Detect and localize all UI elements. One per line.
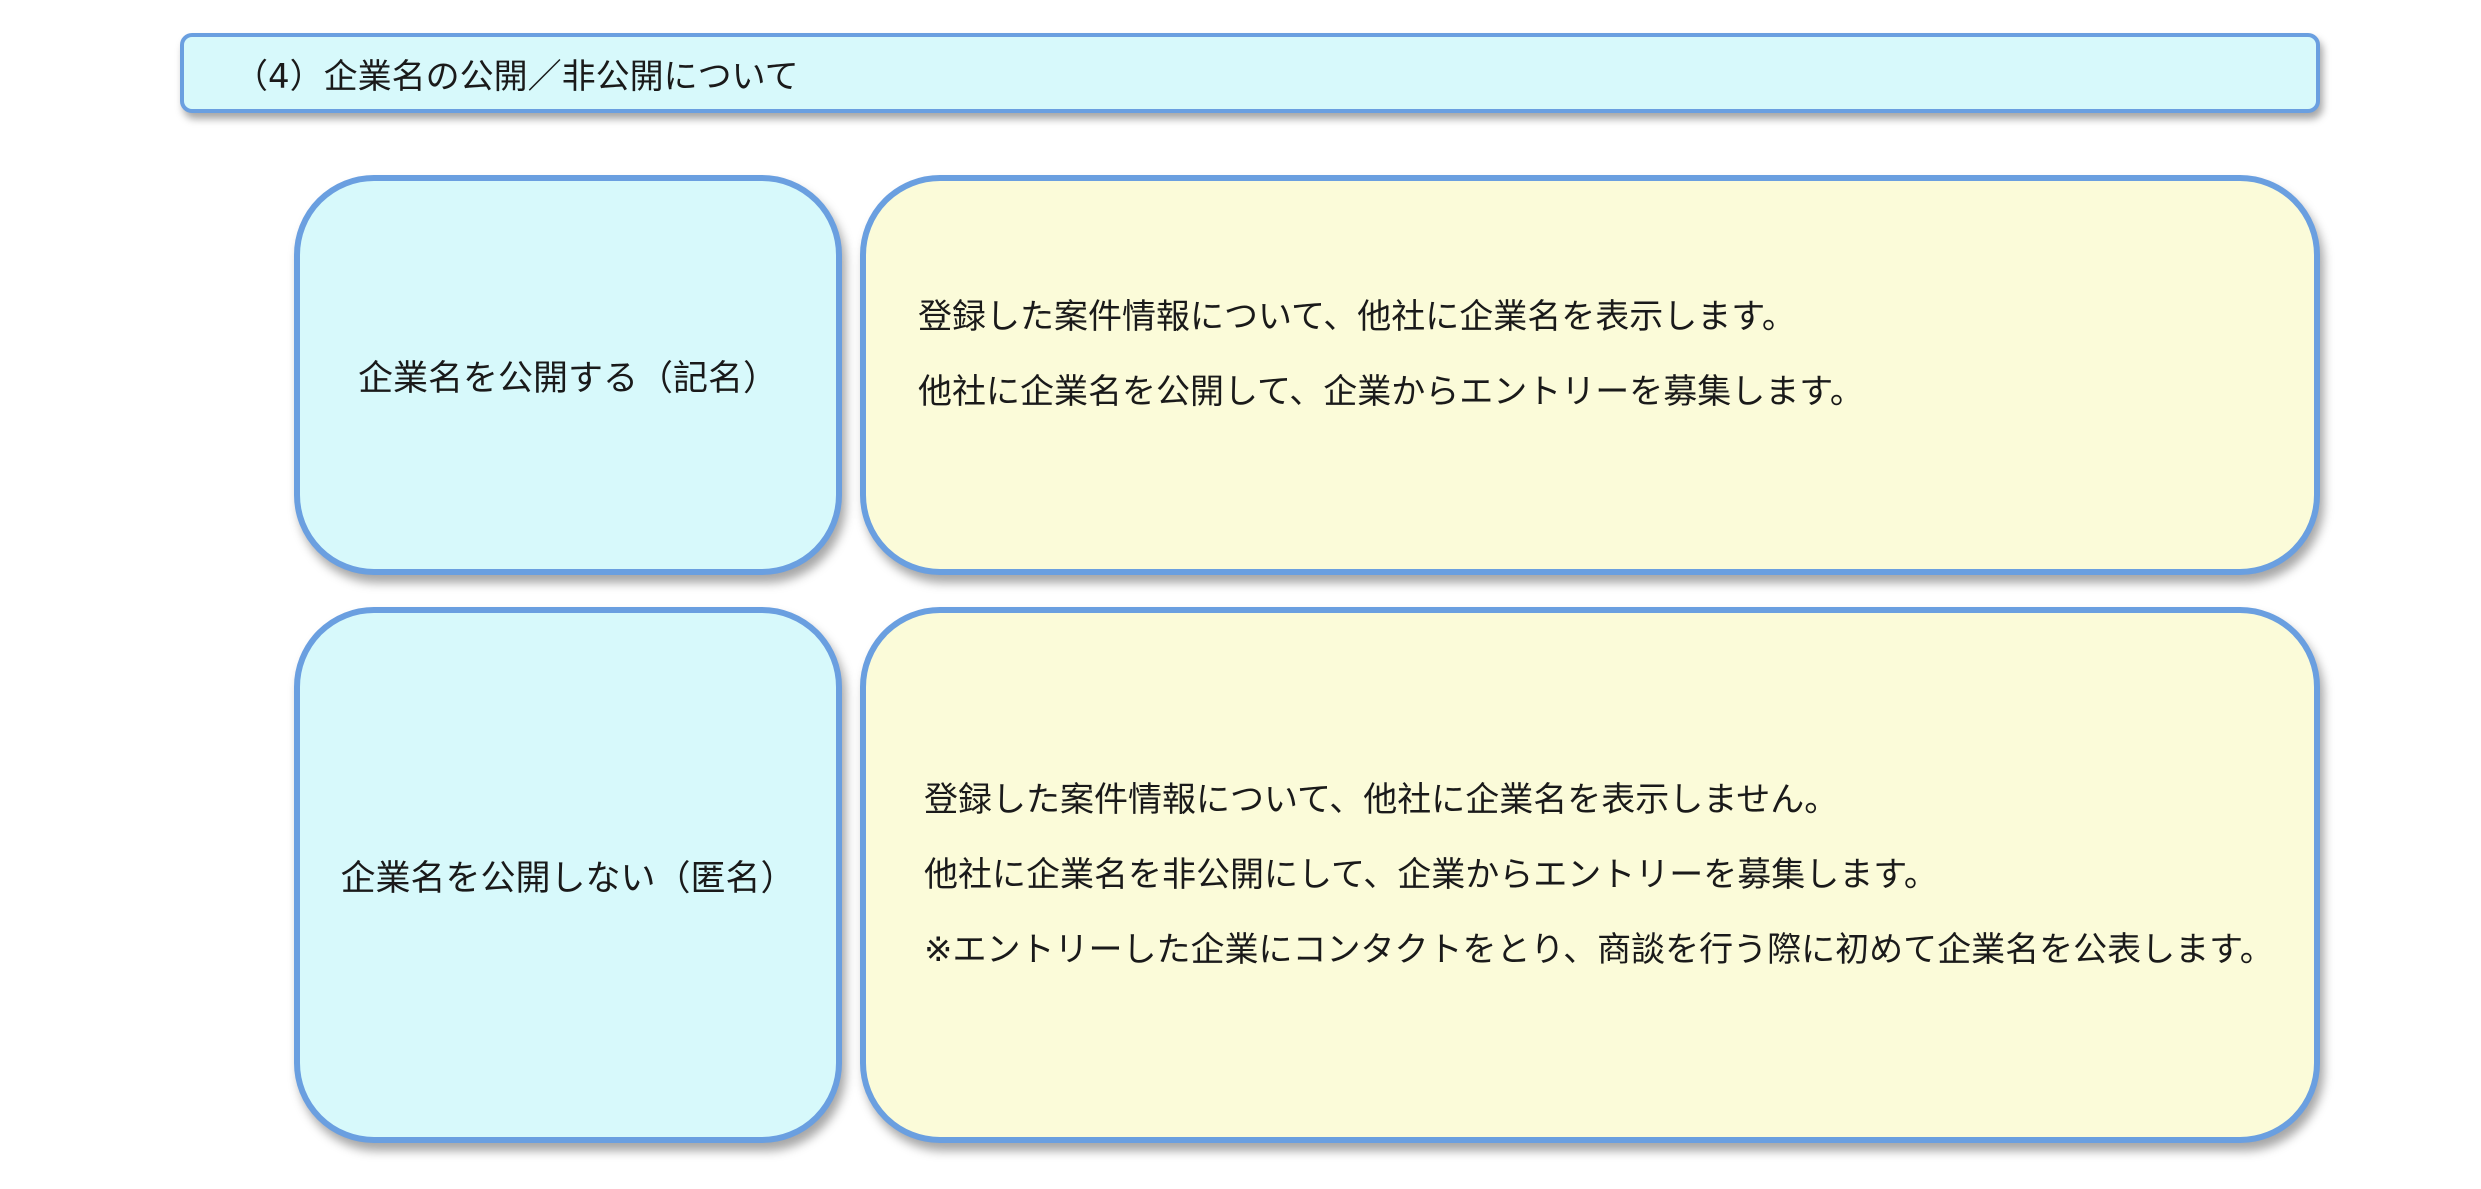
option-label-anonymous: 企業名を公開しない（匿名）	[294, 607, 842, 1143]
description-line: 他社に企業名を公開して、企業からエントリーを募集します。	[918, 372, 1864, 412]
description-line: 登録した案件情報について、他社に企業名を表示します。	[918, 297, 1796, 337]
description-line: 登録した案件情報について、他社に企業名を表示しません。	[924, 779, 1839, 820]
description-note: ※エントリーした企業にコンタクトをとり、商談を行う際に初めて企業名を公表します。	[924, 929, 2274, 970]
option-label-text: 企業名を公開する（記名）	[357, 358, 778, 399]
option-label-public: 企業名を公開する（記名）	[294, 175, 842, 575]
option-description-public: 登録した案件情報について、他社に企業名を表示します。 他社に企業名を公開して、企…	[860, 175, 2320, 575]
option-description-anonymous: 登録した案件情報について、他社に企業名を表示しません。 他社に企業名を非公開にし…	[860, 607, 2320, 1143]
description-line: 他社に企業名を非公開にして、企業からエントリーを募集します。	[924, 854, 1938, 895]
section-title: （4）企業名の公開／非公開について	[234, 56, 799, 97]
section-header: （4）企業名の公開／非公開について	[180, 33, 2320, 113]
option-label-text: 企業名を公開しない（匿名）	[340, 858, 796, 899]
